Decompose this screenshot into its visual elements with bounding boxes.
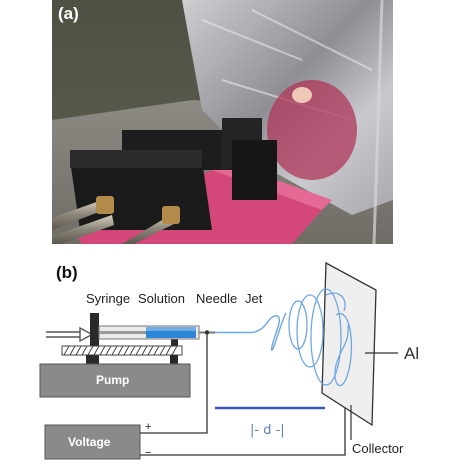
- collector-label: Collector: [352, 441, 404, 456]
- minus-sign: −: [145, 447, 152, 459]
- al-label: Al: [404, 344, 420, 363]
- panel-a-label: (a): [58, 4, 79, 23]
- panel-b-label: (b): [56, 263, 78, 282]
- pump-label: Pump: [96, 373, 130, 387]
- needle-label: Needle: [196, 291, 238, 306]
- voltage-label: Voltage: [68, 435, 111, 449]
- voltage-box: [44, 424, 141, 460]
- solution-label: Solution: [138, 291, 185, 306]
- jet-spiral: [288, 288, 353, 387]
- screw-rod: [61, 345, 183, 356]
- collector-plate: [321, 261, 377, 427]
- plus-sign: +: [145, 421, 152, 433]
- apparatus-photo: [52, 0, 393, 244]
- inlet-arrow: [46, 326, 94, 343]
- solution-fill: [146, 327, 196, 338]
- syringe-plunger-plate: [90, 313, 99, 366]
- jet-label: Jet: [245, 291, 263, 306]
- schematic-drawing: [39, 261, 398, 460]
- syringe-label: Syringe: [86, 291, 131, 306]
- schematic-panel: (b) Syringe Solution Needle Jet Pump Vol…: [0, 255, 474, 474]
- distance-label: |- d -|: [250, 423, 285, 438]
- photo-panel: (a): [52, 0, 393, 244]
- negative-wire: [140, 395, 346, 456]
- positive-wire: [140, 332, 208, 434]
- pump-box: [39, 363, 191, 398]
- jet-trace: [215, 312, 287, 351]
